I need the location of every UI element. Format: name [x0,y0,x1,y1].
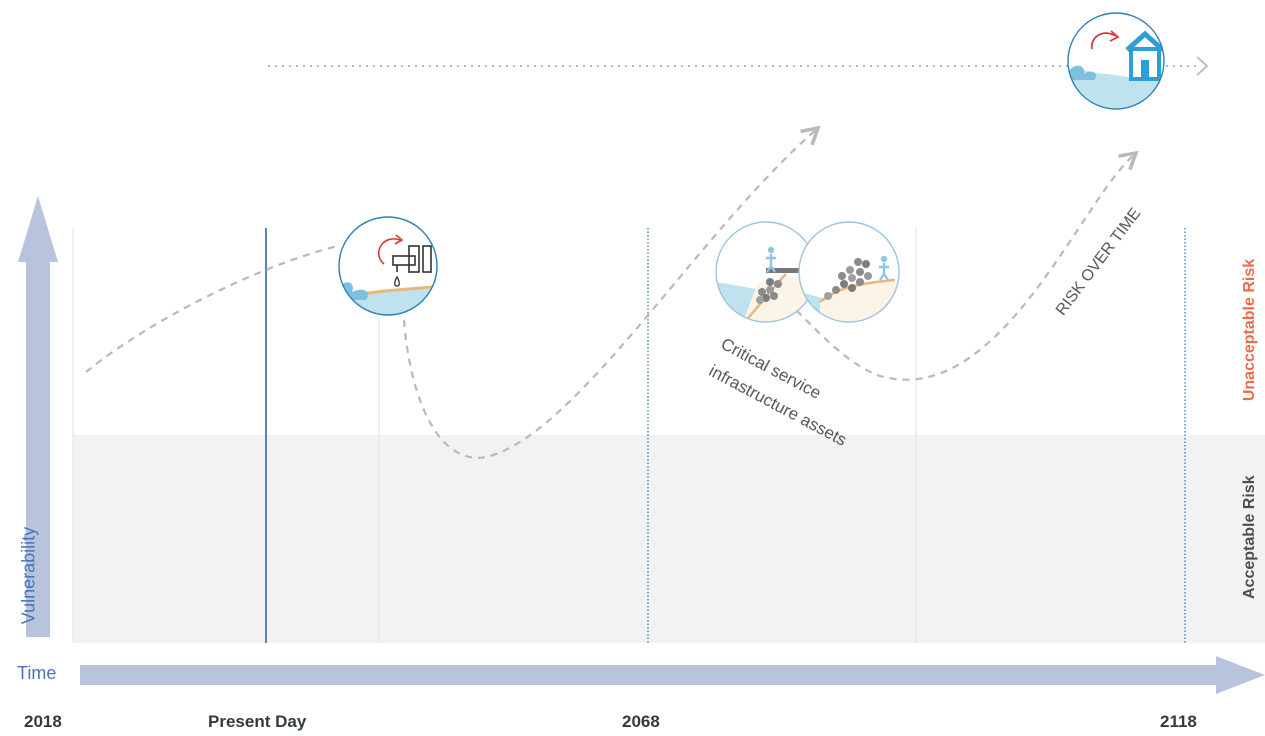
vulnerability-axis-label: Vulnerability [18,526,39,625]
vulnerability-axis-arrow [18,196,58,637]
unacceptable-risk-label: Unacceptable Risk [1241,258,1258,402]
tick-2118: 2118 [1160,712,1197,731]
future-pathway-arrowhead [1196,56,1209,76]
risk-pathway-2 [402,125,821,459]
rock-revetment-icon [798,221,900,323]
time-axis-arrow [80,656,1265,694]
time-axis-label: Time [17,663,57,683]
water-supply-retreat-icon [338,216,438,316]
risk-pathway-1 [85,244,339,373]
risk-pathway-3 [721,150,1139,381]
acceptable-risk-zone [73,435,1265,643]
tick-2068: 2068 [622,712,660,731]
tick-2018: 2018 [24,712,62,731]
tick-present-day: Present Day [208,712,307,731]
acceptable-risk-label: Acceptable Risk [1241,475,1258,599]
house-retreat-icon [1067,12,1165,110]
